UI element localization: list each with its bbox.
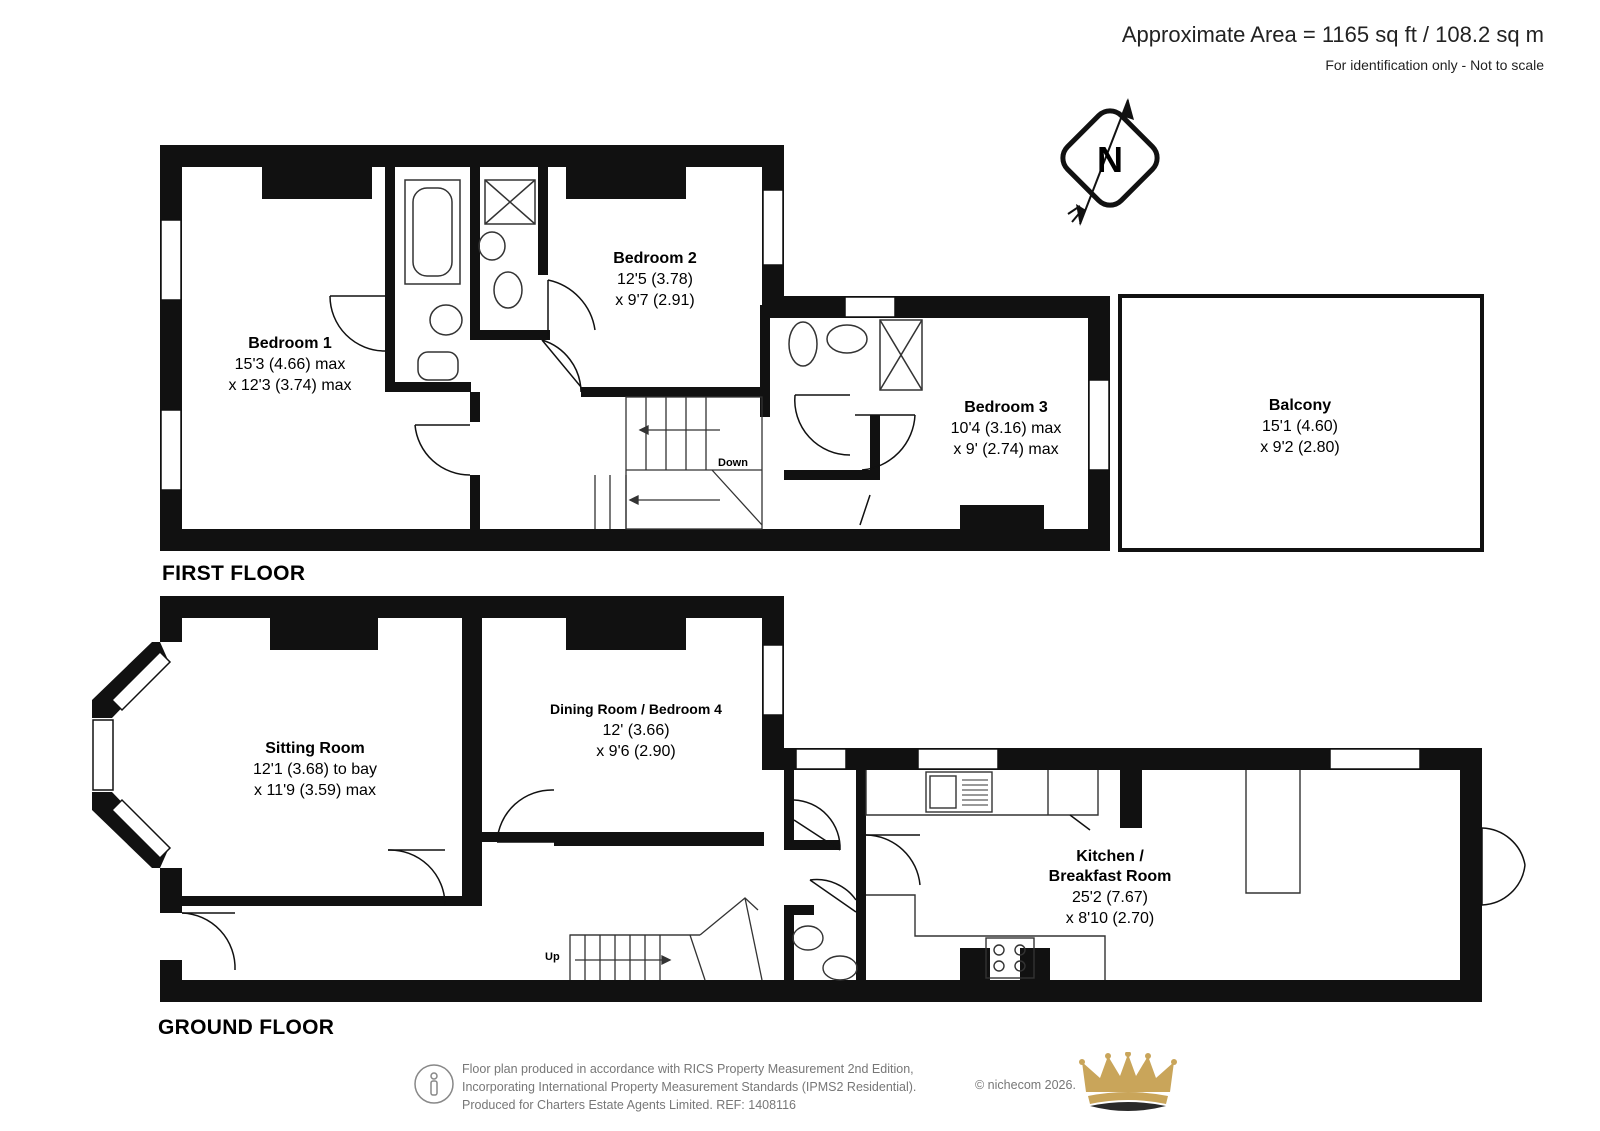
toilet-icon xyxy=(417,351,459,381)
sitting-room-dim2: x 11'9 (3.59) max xyxy=(254,782,376,799)
sink-icon xyxy=(925,771,993,813)
first-floor-fixtures xyxy=(404,179,923,391)
approximate-area: Approximate Area = 1165 sq ft / 108.2 sq… xyxy=(1121,22,1544,47)
first-floor-stairs xyxy=(594,396,763,530)
balcony-outline xyxy=(1118,294,1484,552)
bedroom1-dim2: x 12'3 (3.74) max xyxy=(228,377,351,394)
north-letter: N xyxy=(1097,139,1123,180)
bedroom2-dim2: x 9'7 (2.91) xyxy=(615,292,695,309)
ground-floor-doors xyxy=(181,789,1526,971)
first-floor-windows xyxy=(160,189,1110,491)
balcony-name: Balcony xyxy=(1269,397,1331,414)
footer-line3: Produced for Charters Estate Agents Limi… xyxy=(462,1098,796,1112)
basin-icon xyxy=(429,304,463,336)
stairs-down-label: Down xyxy=(718,457,748,469)
north-arrow-icon: N xyxy=(1060,98,1160,226)
kitchen-fixtures xyxy=(792,770,1301,981)
bay-window xyxy=(92,650,172,860)
stairs-up-label: Up xyxy=(545,951,560,963)
rics-logo-icon xyxy=(414,1064,454,1104)
shower-icon xyxy=(484,179,536,225)
footer-line2: Incorporating International Property Mea… xyxy=(462,1080,917,1094)
bath-icon xyxy=(404,179,461,285)
sitting-room-name: Sitting Room xyxy=(265,740,365,757)
ground-floor-plan: Up Sitting Room 12'1 (3.68) to bay x 11'… xyxy=(92,596,1526,1002)
balcony-dim2: x 9'2 (2.80) xyxy=(1260,439,1340,456)
ground-floor-windows xyxy=(762,644,1421,770)
ground-floor-stairs xyxy=(569,897,763,981)
kitchen-dim1: 25'2 (7.67) xyxy=(1072,889,1148,906)
kitchen-name-line1: Kitchen / xyxy=(1076,848,1144,865)
ground-floor-label: GROUND FLOOR xyxy=(158,1016,334,1039)
bedroom3-name: Bedroom 3 xyxy=(964,399,1048,416)
first-floor-plan: Down Bedroom 1 15'3 (4.66) max x 12'3 (3… xyxy=(160,145,1484,552)
footer-disclaimer: Floor plan produced in accordance with R… xyxy=(462,1060,916,1114)
crown-logo-icon xyxy=(1079,1052,1177,1111)
dining-room-dim1: 12' (3.66) xyxy=(602,722,669,739)
wc-basin-icon xyxy=(822,955,858,981)
bedroom2-name: Bedroom 2 xyxy=(613,250,697,267)
bedroom3-dim2: x 9' (2.74) max xyxy=(953,441,1058,458)
first-floor-doors xyxy=(329,279,916,526)
bedroom3-dim1: 10'4 (3.16) max xyxy=(951,420,1062,437)
footer-line1: Floor plan produced in accordance with R… xyxy=(462,1062,914,1076)
dining-room-name: Dining Room / Bedroom 4 xyxy=(550,701,722,717)
first-floor-label: FIRST FLOOR xyxy=(162,562,305,585)
sitting-room-dim1: 12'1 (3.68) to bay xyxy=(253,761,377,778)
balcony-dim1: 15'1 (4.60) xyxy=(1262,418,1338,435)
hob-icon xyxy=(985,937,1035,979)
wc-toilet-icon xyxy=(792,925,824,951)
bedroom1-name: Bedroom 1 xyxy=(248,335,332,352)
nichecom-credit: © nichecom 2026. xyxy=(975,1078,1076,1092)
bedroom2-dim1: 12'5 (3.78) xyxy=(617,271,693,288)
kitchen-dim2: x 8'10 (2.70) xyxy=(1066,910,1154,927)
dining-room-dim2: x 9'6 (2.90) xyxy=(596,743,676,760)
bedroom1-dim1: 15'3 (4.66) max xyxy=(235,356,346,373)
kitchen-name-line2: Breakfast Room xyxy=(1049,868,1172,885)
ground-floor-walls xyxy=(92,596,1482,1002)
scale-disclaimer: For identification only - Not to scale xyxy=(1325,57,1544,73)
